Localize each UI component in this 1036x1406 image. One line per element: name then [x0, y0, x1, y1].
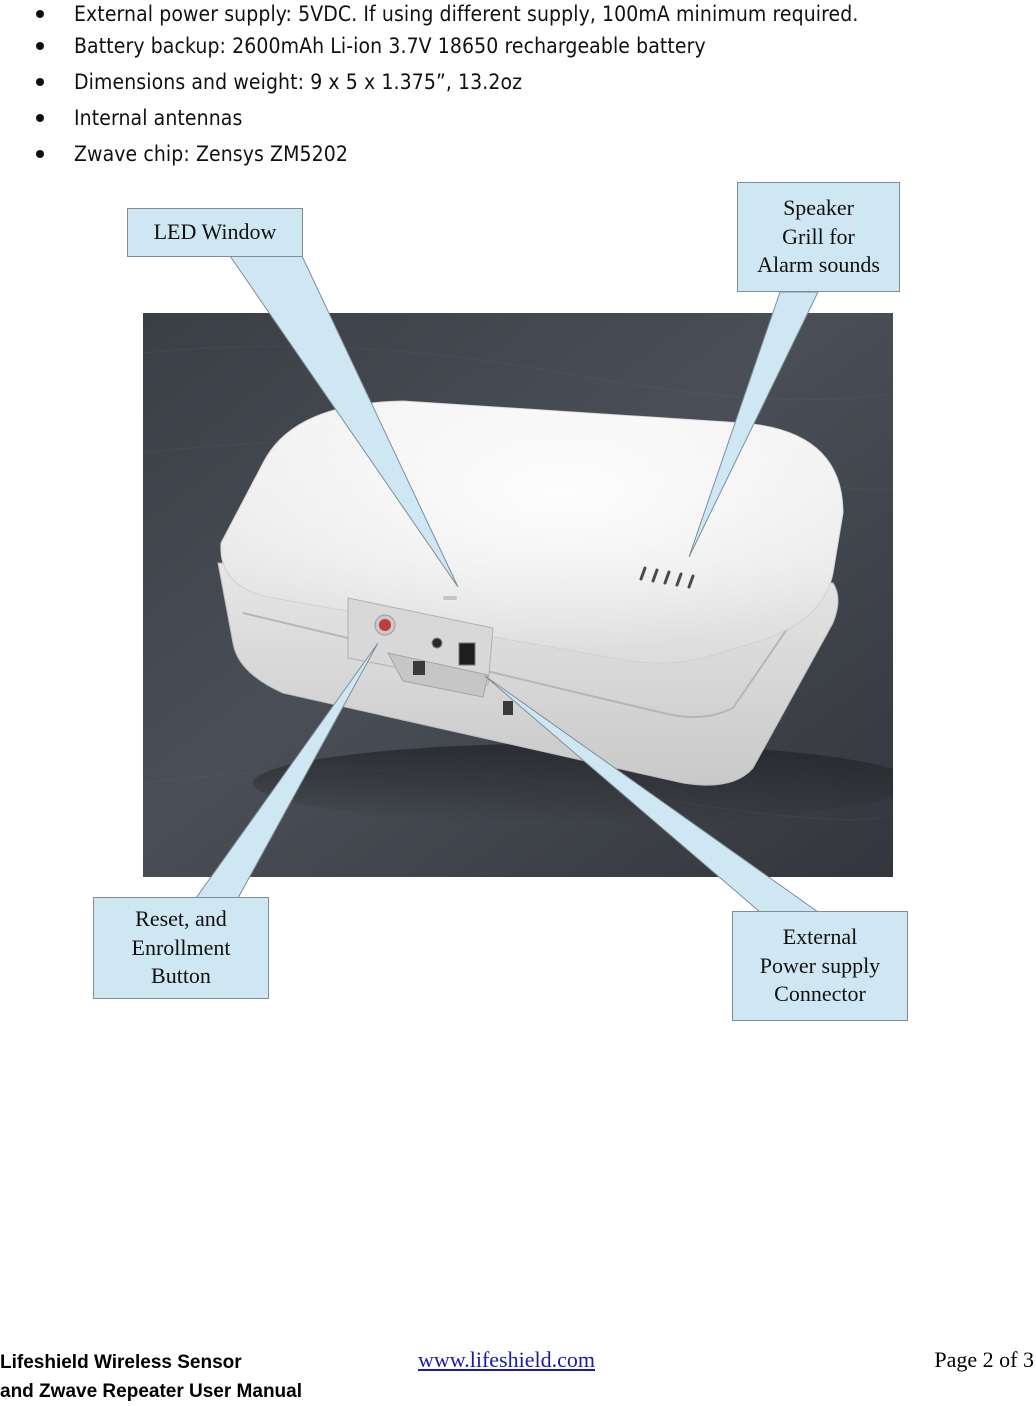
footer-title: Lifeshield Wireless Sensor and Zwave Rep… — [0, 1348, 302, 1406]
callout-text: External Power supply Connector — [760, 923, 880, 1009]
callout-power-connector: External Power supply Connector — [732, 911, 908, 1021]
bullet-dot-icon — [36, 150, 44, 158]
callout-line: Power supply — [759, 952, 881, 978]
spec-text: Battery backup: 2600mAh Li-ion 3.7V 1865… — [74, 34, 706, 58]
bullet-dot-icon — [36, 10, 44, 18]
spec-text: External power supply: 5VDC. If using di… — [74, 2, 859, 26]
callout-line: Speaker — [783, 195, 854, 221]
spec-text: Zwave chip: Zensys ZM5202 — [74, 142, 348, 166]
callout-line: Button — [151, 963, 211, 989]
footer-title-line: Lifeshield Wireless Sensor — [0, 1352, 242, 1373]
callout-line: Reset, and — [135, 906, 227, 932]
reset-button-icon — [379, 619, 391, 631]
page-number: Page 2 of 3 — [934, 1347, 1034, 1372]
callout-line: Connector — [774, 981, 866, 1007]
footer-title-line: and Zwave Repeater User Manual — [0, 1381, 302, 1402]
callout-text: Speaker Grill for Alarm sounds — [757, 194, 880, 280]
callout-line: External — [782, 924, 858, 950]
callout-label: LED Window — [153, 219, 277, 245]
spec-text: Internal antennas — [74, 106, 243, 130]
bullet-dot-icon — [36, 42, 44, 50]
spec-text: Dimensions and weight: 9 x 5 x 1.375”, 1… — [74, 70, 523, 94]
callout-reset-button: Reset, and Enrollment Button — [93, 897, 269, 999]
callout-led-window: LED Window — [127, 208, 303, 257]
bullet-dot-icon — [36, 78, 44, 86]
led-window-icon — [443, 596, 457, 600]
callout-text: Reset, and Enrollment Button — [132, 905, 231, 991]
callout-line: Enrollment — [131, 934, 231, 960]
website-link[interactable]: www.lifeshield.com — [418, 1347, 595, 1372]
device-photo — [143, 313, 893, 877]
callout-line: Alarm sounds — [757, 252, 880, 278]
callout-speaker-grill: Speaker Grill for Alarm sounds — [737, 182, 900, 292]
callout-line: Grill for — [782, 223, 855, 249]
bullet-dot-icon — [36, 114, 44, 122]
device-illustration — [143, 313, 893, 877]
speaker-grill-icon — [639, 566, 695, 589]
power-jack-icon — [458, 642, 476, 666]
